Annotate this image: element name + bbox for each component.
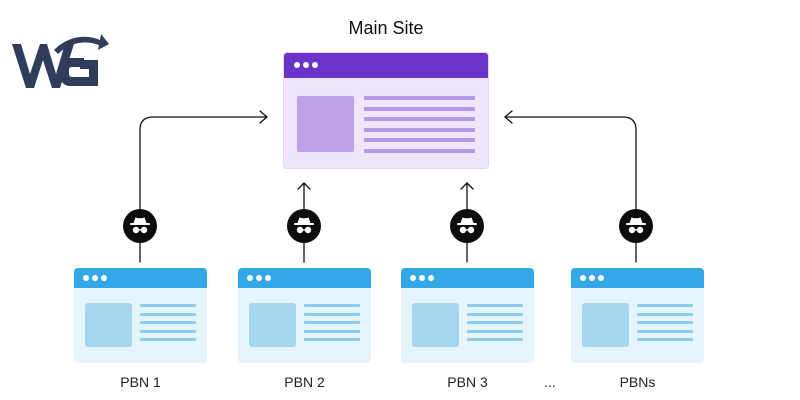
pbn-window-titlebar	[238, 268, 371, 288]
window-dot	[580, 275, 586, 281]
window-dot	[256, 275, 262, 281]
text-line	[637, 304, 693, 307]
text-line	[304, 312, 360, 316]
image-placeholder	[412, 303, 459, 347]
window-controls	[294, 62, 318, 68]
text-lines	[467, 304, 523, 347]
window-dot	[428, 275, 434, 281]
text-line	[140, 338, 196, 341]
text-line	[364, 117, 475, 121]
text-lines	[304, 304, 360, 347]
text-line	[467, 321, 523, 324]
pbn-label: PBN 2	[284, 374, 325, 390]
image-placeholder	[249, 303, 296, 347]
pbn-window	[238, 268, 371, 363]
text-line	[140, 304, 196, 307]
window-controls	[83, 275, 107, 281]
image-placeholder	[297, 96, 354, 152]
window-dot	[265, 275, 271, 281]
pbn-label: PBNs	[619, 374, 656, 390]
text-line	[467, 312, 523, 316]
window-dot	[247, 275, 253, 281]
text-line	[304, 321, 360, 324]
text-line	[140, 312, 196, 316]
text-lines	[140, 304, 196, 347]
text-line	[364, 96, 475, 100]
pbn-window	[571, 268, 704, 363]
window-dot	[294, 62, 300, 68]
incognito-spy-icon	[450, 209, 484, 243]
text-line	[364, 127, 475, 132]
arrowhead-pbns	[504, 110, 513, 124]
text-line	[140, 329, 196, 333]
connector-pbns	[504, 116, 637, 263]
pbn-label: PBN 3	[447, 374, 488, 390]
image-placeholder	[582, 303, 629, 347]
window-dot	[101, 275, 107, 281]
main-window-titlebar	[284, 53, 488, 78]
wg-logo-icon	[12, 34, 109, 88]
arrowhead-pbn3	[460, 182, 474, 190]
incognito-spy-icon	[287, 209, 321, 243]
incognito-spy-icon	[123, 209, 157, 243]
text-lines	[637, 304, 693, 347]
arrowhead-pbn1	[259, 110, 268, 124]
text-line	[364, 138, 475, 142]
window-dot	[312, 62, 318, 68]
window-dot	[303, 62, 309, 68]
text-line	[304, 304, 360, 307]
pbn-window	[74, 268, 207, 363]
window-dot	[410, 275, 416, 281]
pbn-window-titlebar	[401, 268, 534, 288]
text-line	[467, 338, 523, 341]
window-controls	[410, 275, 434, 281]
pbn-window-titlebar	[74, 268, 207, 288]
window-controls	[580, 275, 604, 281]
arrowhead-pbn2	[297, 182, 311, 190]
text-line	[637, 321, 693, 324]
text-line	[467, 329, 523, 333]
window-dot	[92, 275, 98, 281]
main-site-window	[283, 52, 489, 169]
main-site-label: Main Site	[348, 18, 424, 38]
connector-pbn1	[139, 116, 268, 263]
text-line	[467, 304, 523, 307]
text-line	[304, 329, 360, 333]
ellipsis-label: ...	[544, 374, 556, 390]
text-line	[140, 321, 196, 324]
pbn-window-titlebar	[571, 268, 704, 288]
window-controls	[247, 275, 271, 281]
window-dot	[598, 275, 604, 281]
text-lines	[364, 96, 475, 159]
pbn-window	[401, 268, 534, 363]
window-dot	[83, 275, 89, 281]
incognito-spy-icon	[619, 209, 653, 243]
window-dot	[589, 275, 595, 281]
text-line	[364, 106, 475, 111]
text-line	[637, 312, 693, 316]
window-dot	[419, 275, 425, 281]
pbn-label: PBN 1	[120, 374, 161, 390]
text-line	[637, 338, 693, 341]
image-placeholder	[85, 303, 132, 347]
text-line	[637, 329, 693, 333]
text-line	[304, 338, 360, 341]
text-line	[364, 148, 475, 153]
